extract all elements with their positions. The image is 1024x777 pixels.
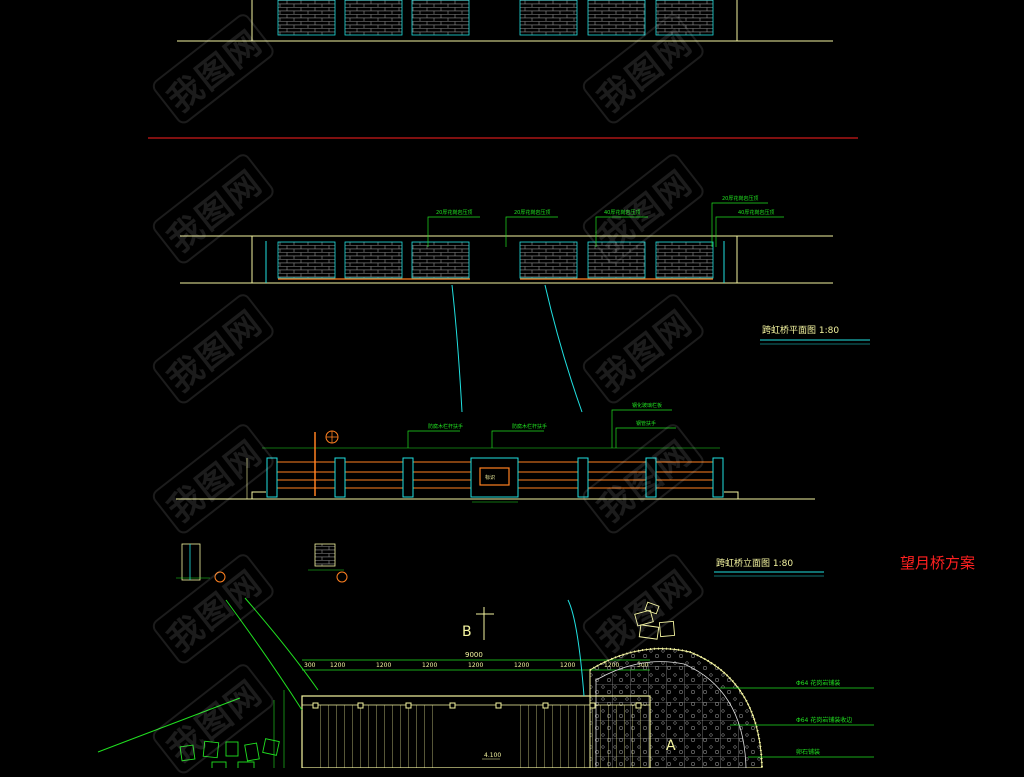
post [577,457,589,498]
post [712,457,724,498]
detail-marker [214,571,226,583]
scheme-title: 望月桥方案 [900,554,975,572]
bank-line [244,597,319,691]
plan-leaders [720,687,874,758]
elevation-leaders [427,202,784,247]
rail-note: 钢化玻璃栏板 [632,402,662,409]
dim-seg: 1200 [422,662,437,669]
brick-panel [519,0,578,36]
top-elevation [177,0,833,42]
plan-note: Φ64 花岗岩铺装 [796,679,840,687]
dim-seg: 1200 [376,662,391,669]
railing-leaders [407,409,676,448]
dim-seg: 1200 [560,662,575,669]
elev-note: 40厚花岗岩压顶 [738,209,774,216]
abutment-line [251,491,266,499]
posts [266,457,724,498]
sign-plaque [479,467,510,486]
elev-note: 20厚花岗岩压顶 [514,209,550,216]
elev-note: 20厚花岗岩压顶 [722,195,758,202]
plaza-ring [589,647,763,768]
stepping-stones [634,601,676,640]
deck-boards [518,705,644,768]
railing-elevation: 标识 防腐木栏杆扶手 防腐木栏杆扶手 钢化玻璃栏板 钢管扶手 [176,402,815,503]
bridge-deck [301,695,651,768]
brick-panel-row [277,0,714,36]
elevation-label: 4.100 [484,752,501,759]
bank-curve [544,284,583,413]
brick-panel [277,0,336,36]
bank-line [97,697,241,753]
brick-panel [655,0,714,36]
elev-title: 跨虹桥立面图 1:80 [716,557,793,569]
deck-posts [312,702,642,709]
dim-seg: 1200 [514,662,529,669]
plan-title-block: 跨虹桥平面图 1:80 [760,324,870,345]
bank-curve [451,284,463,413]
brick-panel [655,241,714,279]
detail-callouts [176,543,348,583]
plan-note: 卵石铺装 [796,748,820,756]
elev-note: 20厚花岗岩压顶 [436,209,472,216]
detail-marker [336,571,348,583]
dim-seg: 1200 [468,662,483,669]
bank-line [567,599,585,697]
section-label: B [462,624,472,640]
post [334,457,346,498]
post [645,457,657,498]
brick-panel [344,0,403,36]
dim-total: 9000 [465,651,483,659]
brick-panel [587,241,646,279]
brick-panel [411,0,470,36]
rail-note: 防腐木栏杆扶手 [512,423,547,430]
plan-mark: A [666,738,676,754]
brick-panel [344,241,403,279]
rail-note: 防腐木栏杆扶手 [428,423,463,430]
stepping-stones [179,738,280,768]
detail-1 [181,543,201,581]
elev-note: 40厚花岗岩压顶 [604,209,640,216]
brick-panel [277,241,336,279]
post [402,457,414,498]
dim-seg: 300 [304,662,316,669]
deck-boards [314,705,440,768]
plan-note: Φ64 花岗岩铺装收边 [796,716,852,724]
brick-panel [587,0,646,36]
bridge-plan: B 9000 300 1200 1200 1200 1200 1200 1200… [97,597,874,768]
rail-note: 钢管扶手 [636,420,656,427]
detail-2 [314,543,336,567]
sign-panel [470,457,519,498]
bank-line [225,599,303,711]
brick-panel [519,241,578,279]
abutment-line [724,491,739,499]
plan-title: 跨虹桥平面图 1:80 [762,324,839,336]
elev-title-block: 跨虹桥立面图 1:80 [714,557,824,577]
dim-seg: 1200 [330,662,345,669]
brick-panel [411,241,470,279]
wall-elevation: 20厚花岗岩压顶 20厚花岗岩压顶 40厚花岗岩压顶 20厚花岗岩压顶 40厚花… [180,195,833,413]
post [266,457,278,498]
sign-plaque-text: 标识 [485,474,495,481]
